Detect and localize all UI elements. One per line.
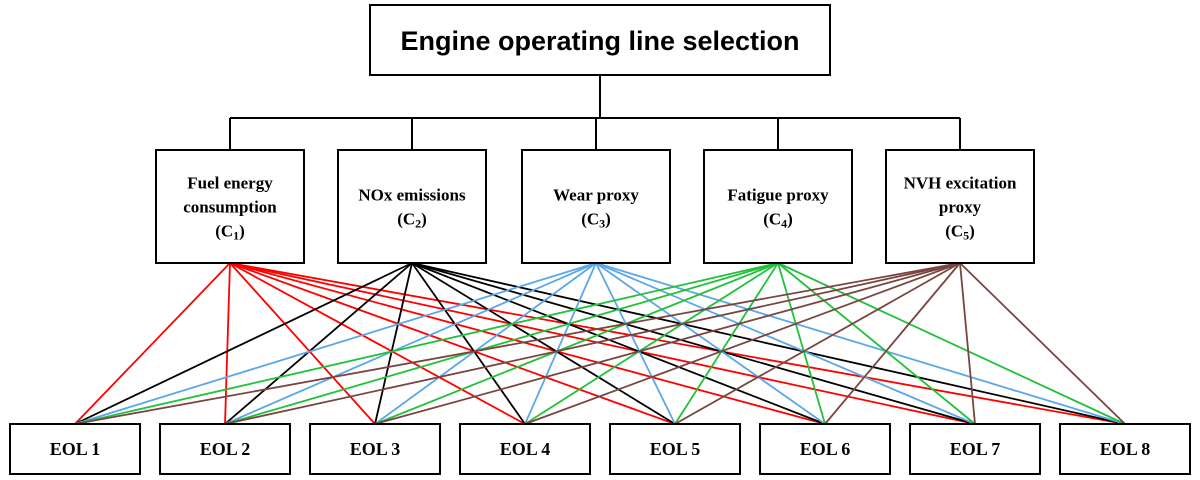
alternative-box <box>909 423 1041 475</box>
alternative-node-eol1: EOL 1 <box>9 423 141 475</box>
alternative-box <box>9 423 141 475</box>
connection-line-c5-eol5 <box>674 262 961 425</box>
criterion-code: (C5) <box>945 222 975 243</box>
alternative-box <box>159 423 291 475</box>
goal-box <box>369 4 831 76</box>
alternative-node-eol5: EOL 5 <box>609 423 741 475</box>
connection-line-c3-eol6 <box>595 262 826 425</box>
alternative-label: EOL 2 <box>200 439 251 459</box>
criterion-label: Fuel energy <box>187 174 273 193</box>
connection-line-c5-eol4 <box>524 262 961 425</box>
criterion-code-letter: C <box>587 210 599 229</box>
connection-line-c1-eol2 <box>224 262 231 425</box>
criterion-code: (C4) <box>763 210 793 231</box>
connection-line-c5-eol6 <box>824 262 961 425</box>
criterion-label: proxy <box>939 198 982 217</box>
alternative-node-eol4: EOL 4 <box>459 423 591 475</box>
connection-line-c3-eol5 <box>595 262 676 425</box>
connection-line-c4-eol3 <box>374 262 779 425</box>
connection-line-c4-eol4 <box>524 262 779 425</box>
criterion-label: NOx emissions <box>358 186 466 205</box>
criterion-label: consumption <box>183 198 277 217</box>
connection-line-c2-eol1 <box>74 262 413 425</box>
connection-line-c5-eol1 <box>74 262 961 425</box>
criterion-code: (C1) <box>215 222 245 243</box>
alternative-box <box>309 423 441 475</box>
goal-label: Engine operating line selection <box>400 26 799 56</box>
alternative-label: EOL 4 <box>500 439 551 459</box>
criterion-node-c2: NOx emissions (C2) <box>337 149 487 264</box>
connection-line-c2-eol5 <box>411 262 676 425</box>
connection-line-c5-eol7 <box>959 262 976 425</box>
alternative-label: EOL 3 <box>350 439 401 459</box>
criterion-code: (C3) <box>581 210 611 231</box>
connection-line-c3-eol4 <box>524 262 597 425</box>
alternative-label: EOL 8 <box>1100 439 1151 459</box>
alternative-label: EOL 5 <box>650 439 701 459</box>
criterion-label: Fatigue proxy <box>727 186 829 205</box>
criterion-box <box>885 149 1035 264</box>
connection-line-c2-eol6 <box>411 262 826 425</box>
connection-line-c4-eol7 <box>777 262 976 425</box>
criterion-node-c5: NVH excitation proxy (C5) <box>885 149 1035 264</box>
criterion-code-letter: C <box>769 210 781 229</box>
criterion-code-subscript: 4 <box>781 217 787 231</box>
connection-line-c1-eol1 <box>74 262 231 425</box>
alternatives-row: EOL 1 EOL 2 EOL 3 EOL 4 EOL 5 EOL 6 EOL 7 EOL 8 <box>9 423 1191 475</box>
criterion-node-c4: Fatigue proxy (C4) <box>703 149 853 264</box>
alternative-node-eol8: EOL 8 <box>1059 423 1191 475</box>
connection-line-c4-eol5 <box>674 262 779 425</box>
alternative-label: EOL 6 <box>800 439 851 459</box>
criterion-code-letter: C <box>221 222 233 241</box>
connection-line-c5-eol2 <box>224 262 961 425</box>
connection-line-c1-eol5 <box>229 262 676 425</box>
criterion-code: (C2) <box>397 210 427 231</box>
connection-line-c2-eol4 <box>411 262 526 425</box>
criterion-node-c1: Fuel energy consumption (C1) <box>155 149 305 264</box>
criterion-code-subscript: 1 <box>233 229 239 243</box>
connection-line-c2-eol8 <box>411 262 1126 425</box>
alternative-box <box>1059 423 1191 475</box>
connection-line-c5-eol8 <box>959 262 1126 425</box>
criterion-code-letter: C <box>951 222 963 241</box>
criterion-label: Wear proxy <box>553 186 639 205</box>
criterion-code-letter: C <box>403 210 415 229</box>
connection-line-c2-eol2 <box>224 262 413 425</box>
alternative-node-eol7: EOL 7 <box>909 423 1041 475</box>
goal-node: Engine operating line selection <box>369 4 831 76</box>
connection-line-c2-eol3 <box>374 262 413 425</box>
alternative-label: EOL 7 <box>950 439 1001 459</box>
connection-line-c3-eol1 <box>74 262 597 425</box>
alternative-node-eol3: EOL 3 <box>309 423 441 475</box>
criterion-code-subscript: 2 <box>415 217 421 231</box>
connection-line-c1-eol4 <box>229 262 526 425</box>
connection-line-c4-eol6 <box>777 262 826 425</box>
criterion-box <box>703 149 853 264</box>
connection-line-c3-eol2 <box>224 262 597 425</box>
connection-line-c5-eol3 <box>374 262 961 425</box>
hierarchy-tree-lines <box>229 75 961 150</box>
connection-line-c2-eol7 <box>411 262 976 425</box>
connection-line-c3-eol3 <box>374 262 597 425</box>
criterion-box <box>521 149 671 264</box>
criterion-alternative-connections <box>74 262 1126 425</box>
alternative-node-eol6: EOL 6 <box>759 423 891 475</box>
criterion-node-c3: Wear proxy (C3) <box>521 149 671 264</box>
criterion-box <box>337 149 487 264</box>
alternative-label: EOL 1 <box>50 439 101 459</box>
alternative-box <box>459 423 591 475</box>
connection-line-c4-eol2 <box>224 262 779 425</box>
criterion-label: NVH excitation <box>904 174 1017 193</box>
alternative-box <box>759 423 891 475</box>
connection-line-c4-eol1 <box>74 262 779 425</box>
criteria-row: Fuel energy consumption (C1) NOx emissions (… <box>155 149 1035 264</box>
alternative-node-eol2: EOL 2 <box>159 423 291 475</box>
connection-line-c1-eol8 <box>229 262 1126 425</box>
criterion-box <box>155 149 305 264</box>
criterion-code-subscript: 3 <box>599 217 605 231</box>
alternative-box <box>609 423 741 475</box>
criterion-code-subscript: 5 <box>963 229 969 243</box>
connection-line-c1-eol6 <box>229 262 826 425</box>
